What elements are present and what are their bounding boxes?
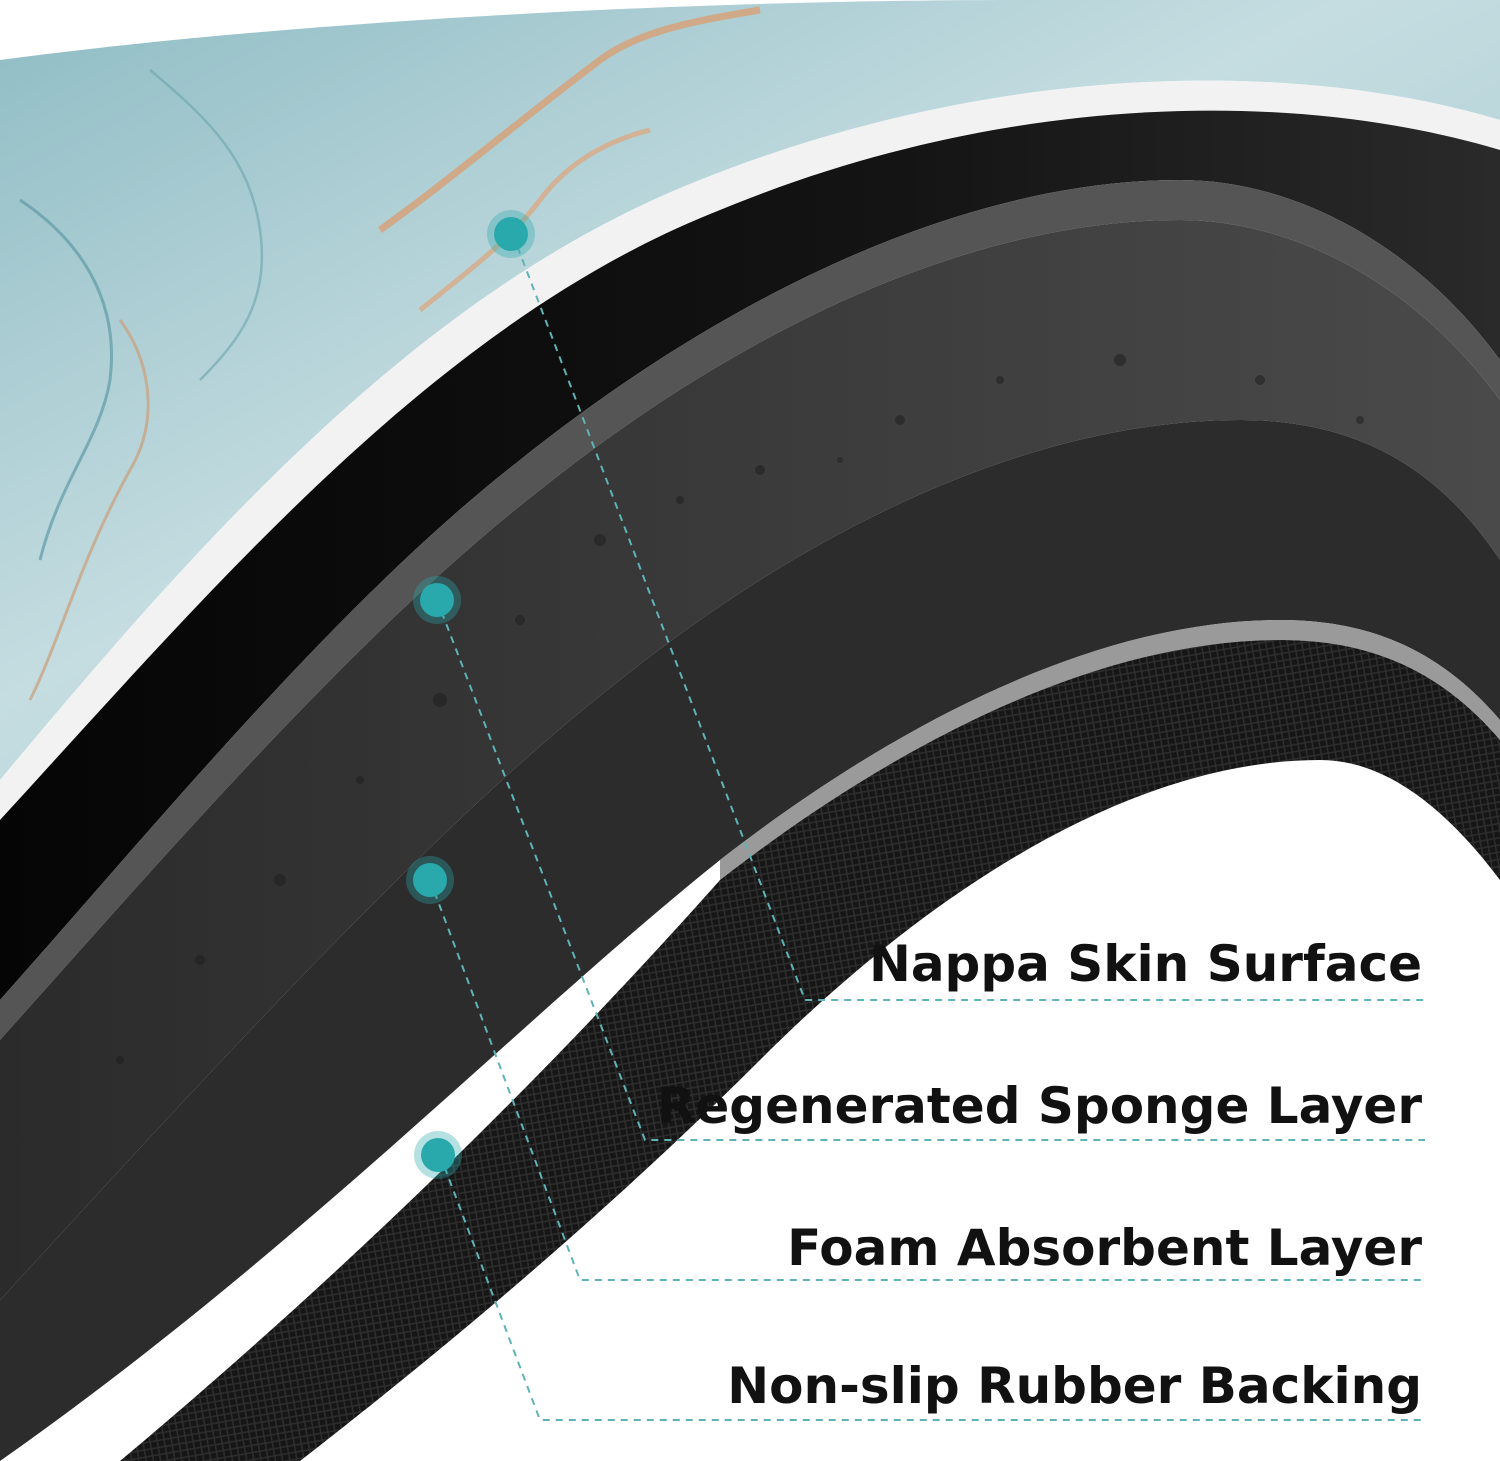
sponge-layer [0, 220, 1500, 1300]
leader-line-sponge [436, 599, 1425, 1141]
label-nappa-skin-surface: Nappa Skin Surface [868, 935, 1422, 993]
leader-lines [429, 234, 1425, 1421]
foam-layer [0, 420, 1500, 1461]
marble-vein-blue [19, 198, 113, 561]
label-regenerated-sponge-layer: Regenerated Sponge Layer [656, 1077, 1422, 1135]
leader-line-foam [429, 879, 1425, 1281]
rubber-backing-layer [120, 640, 1500, 1461]
marble-surface [0, 0, 1500, 780]
marble-vein-gold [377, 6, 761, 233]
leader-line-rubber [439, 1154, 1425, 1421]
marble-vein-blue-2 [149, 69, 264, 381]
label-foam-absorbent-layer: Foam Absorbent Layer [787, 1219, 1422, 1277]
marble-vein-gold-3 [28, 319, 150, 701]
sponge-texture [116, 354, 1364, 1064]
marble-vein-gold-2 [418, 127, 651, 312]
mat-white-rim [0, 80, 1500, 821]
label-non-slip-rubber-backing: Non-slip Rubber Backing [727, 1357, 1422, 1415]
callout-dots [406, 210, 535, 1179]
nappa-layer [0, 110, 1500, 1001]
